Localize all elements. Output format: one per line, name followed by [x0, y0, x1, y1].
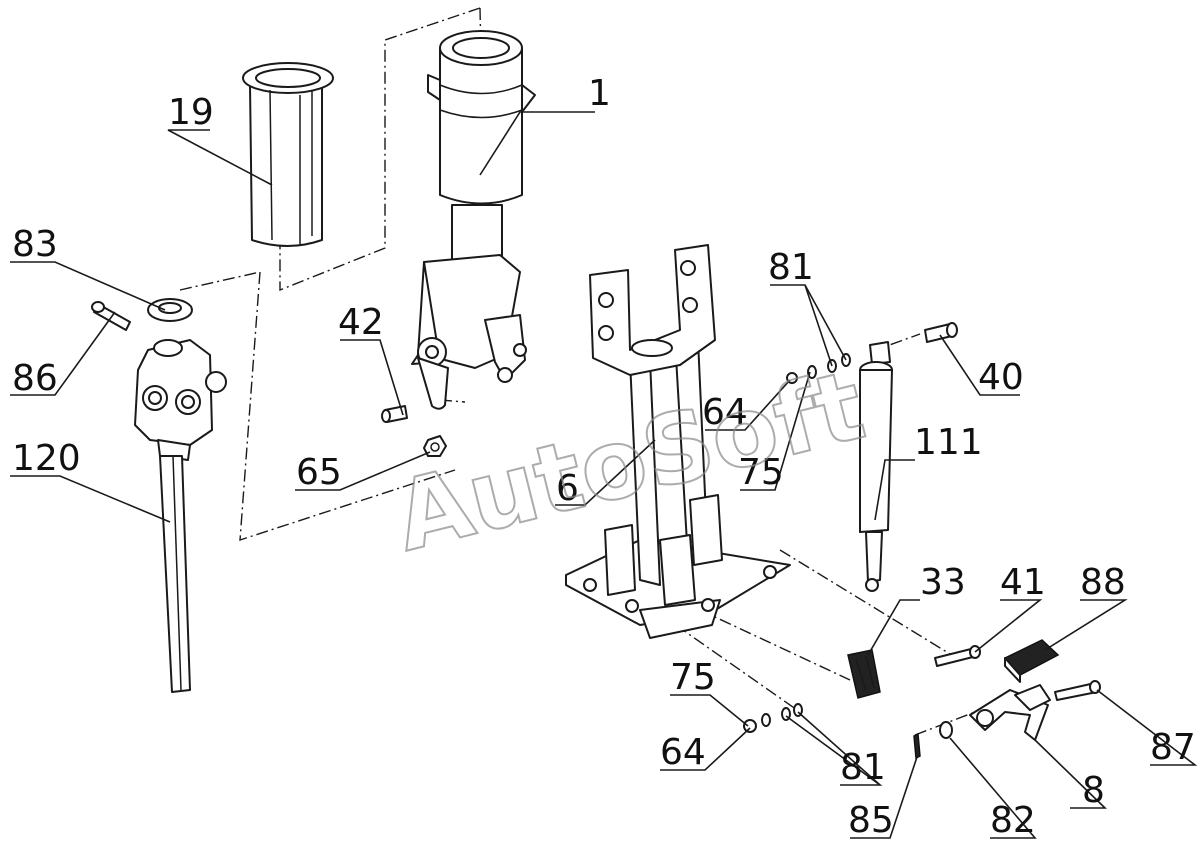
part-83-washer: [147, 298, 193, 322]
callout-8: 8: [1082, 770, 1105, 811]
part-87-pin: [1054, 680, 1101, 701]
callout-41: 41: [1000, 562, 1046, 603]
callout-42: 42: [338, 302, 384, 343]
callout-82: 82: [990, 800, 1036, 841]
callout-81-lower: 81: [840, 747, 886, 788]
part-86-bolt: [91, 301, 131, 331]
callout-labels: 1 19 83 86 120 42 65 6 81 64 75 40 111 3…: [12, 73, 1196, 841]
callout-6: 6: [556, 468, 579, 509]
part-40-bolt: [924, 322, 958, 343]
part-88-pedal-pad: [1003, 639, 1060, 683]
part-8-pedal-lever: [969, 684, 1051, 741]
part-42-bolt: [381, 405, 408, 423]
callout-81-upper: 81: [768, 247, 814, 288]
callout-65: 65: [296, 452, 342, 493]
callout-87: 87: [1150, 727, 1196, 768]
callout-1: 1: [588, 73, 611, 114]
callout-75-lower: 75: [670, 657, 716, 698]
part-111-gas-spring: [859, 341, 893, 592]
callout-120: 120: [12, 438, 81, 479]
callout-85: 85: [848, 800, 894, 841]
callout-64-lower: 64: [660, 732, 706, 773]
part-120-ujoint-shaft: [134, 339, 227, 693]
callout-88: 88: [1080, 562, 1126, 603]
leader-lines: [10, 111, 1198, 839]
part-65-nut: [423, 435, 447, 457]
part-6-bracket: [565, 244, 791, 639]
hardware-upper: [786, 353, 851, 384]
callout-75-upper: 75: [738, 452, 784, 493]
callout-64-upper: 64: [702, 392, 748, 433]
callout-83: 83: [12, 224, 58, 265]
callout-33: 33: [920, 562, 966, 603]
part-1-column: [411, 30, 536, 410]
callout-86: 86: [12, 358, 58, 399]
hardware-lower: [743, 703, 953, 760]
part-41-pin: [934, 645, 981, 667]
callout-111: 111: [914, 422, 983, 463]
callout-19: 19: [168, 92, 214, 133]
part-33-clevis: [847, 649, 881, 699]
part-19-sleeve: [242, 62, 334, 247]
callout-40: 40: [978, 357, 1024, 398]
